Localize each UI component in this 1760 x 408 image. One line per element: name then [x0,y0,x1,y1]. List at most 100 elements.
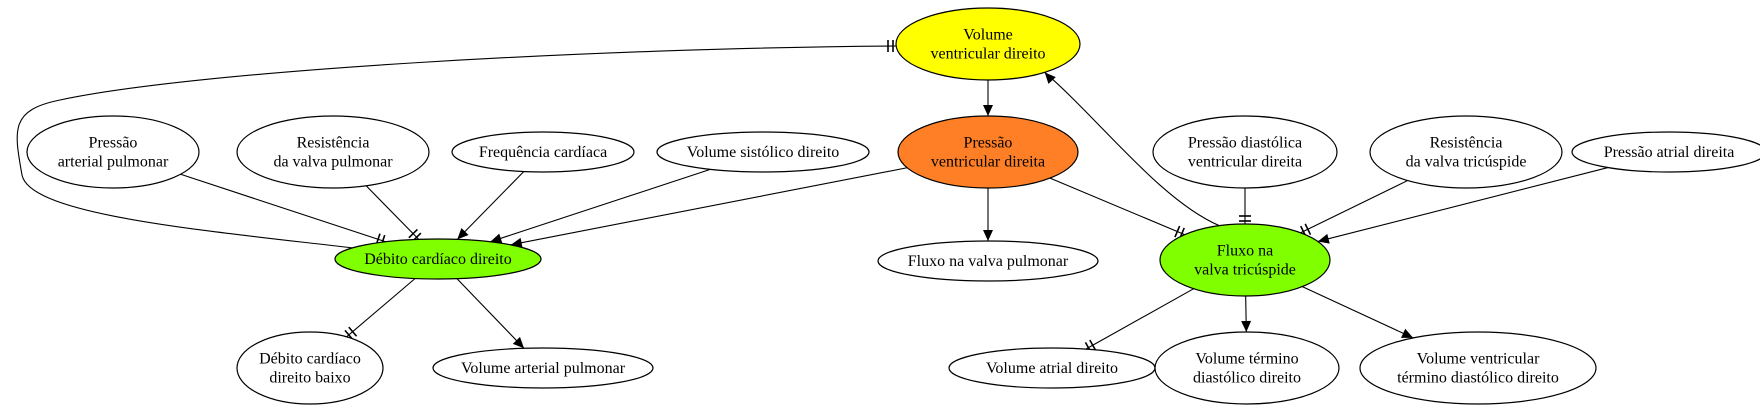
node-ellipse [236,331,384,405]
node-ellipse [26,115,200,189]
node-fc: Frequência cardíaca [451,131,635,173]
node-pad: Pressão atrial direita [1571,131,1760,173]
node-pvd: Pressão ventricular direita [897,115,1079,189]
node-label: Volume atrial direito [986,360,1118,377]
edge-rvp-to-dcd [365,185,422,242]
node-vvtdd: Volume ventricular término diastólico dir… [1359,331,1597,405]
node-label: Volume ventricular [1417,351,1540,368]
arrowhead [1044,72,1056,84]
node-label: Volume [963,27,1012,44]
inhibit-bar [1304,223,1312,236]
edge-dcd-to-vap [456,278,525,349]
node-ellipse [1159,223,1331,297]
edge-dcd-to-vvd [16,40,897,249]
node-label: ventricular direita [931,154,1045,171]
edge-pvd-to-fvp [983,188,993,241]
edge-line [180,173,386,243]
node-rvp: Resistência da valva pulmonar [236,115,430,189]
node-pap: Pressão arterial pulmonar [26,115,200,189]
node-vap: Volume arterial pulmonar [432,347,654,389]
edge-line [456,171,525,240]
node-label: Pressão diastólica [1188,135,1302,152]
node-vvd: Volume ventricular direito [895,7,1081,81]
inhibit-bar [1089,339,1097,351]
edge-pad-to-fvt [1317,167,1609,244]
arrowhead [1317,233,1330,244]
edge-pvd-to-fvt [1049,177,1185,240]
edge-vsd-to-dcd [490,168,711,244]
node-ellipse [1152,115,1338,189]
node-fvt: Fluxo na valva tricúspide [1159,223,1331,297]
inhibit-bar [348,326,358,337]
arrowhead [1401,328,1414,338]
node-label: da valva tricúspide [1406,154,1527,171]
arrowhead [983,105,993,116]
node-vsd: Volume sistólico direito [656,131,870,173]
arrowhead [983,230,993,241]
node-label: Volume término [1195,351,1298,368]
node-label: Pressão [964,135,1013,152]
node-ellipse [334,238,542,280]
edge-fvt-to-vad [1084,288,1194,354]
edge-line [1317,167,1609,242]
edge-line [1044,71,1220,227]
node-label: Pressão atrial direita [1604,144,1735,161]
node-label: arterial pulmonar [58,154,169,171]
node-fvp: Fluxo na valva pulmonar [877,240,1099,282]
inhibit-bar [408,228,418,239]
edge-vvd-to-pvd [983,80,993,116]
node-label: Fluxo na valva pulmonar [908,253,1069,270]
edge-line [365,185,420,240]
node-label: valva tricúspide [1194,262,1296,279]
edge-line [1302,286,1414,339]
inhibit-bar [1174,225,1181,238]
arrowhead [490,233,503,244]
node-ellipse [897,115,1079,189]
node-vad: Volume atrial direito [948,347,1156,389]
node-rvt: Resistência da valva tricúspide [1369,115,1563,189]
node-label: término diastólico direito [1397,370,1559,387]
edge-fvt-to-vtdd [1241,295,1252,333]
edges-layer [16,40,1609,354]
node-label: ventricular direito [930,46,1045,63]
edge-line [16,45,897,249]
arrowhead [1241,320,1252,333]
edge-line [1300,180,1408,234]
edge-fvt-to-vvtdd [1302,286,1414,339]
node-label: Pressão [89,135,138,152]
node-ellipse [451,131,635,173]
node-ellipse [1154,331,1340,405]
node-ellipse [1571,131,1760,173]
edge-line [456,278,525,349]
edge-line [346,278,416,338]
node-ellipse [877,240,1099,282]
node-label: Resistência [1430,135,1503,152]
node-label: Débito cardíaco direito [364,251,512,268]
node-ellipse [1359,331,1597,405]
arrowhead [457,228,469,240]
edge-fvt-to-vvd [1044,71,1220,227]
node-label: Volume arterial pulmonar [461,360,626,377]
edge-dcd-to-dcdb [344,278,416,340]
node-dcd: Débito cardíaco direito [334,238,542,280]
edge-pvd-to-dcd [510,167,908,248]
node-label: da valva pulmonar [273,154,393,171]
edge-fc-to-dcd [456,171,525,240]
node-label: Volume sistólico direito [687,144,840,161]
edge-rvt-to-fvt [1300,180,1408,238]
node-label: Frequência cardíaca [479,144,607,161]
node-ellipse [236,115,430,189]
node-label: direito baixo [269,370,350,387]
node-ellipse [895,7,1081,81]
edge-line [1049,177,1185,236]
node-label: Fluxo na [1217,243,1273,260]
edge-line [1085,288,1194,350]
node-ellipse [1369,115,1563,189]
edge-line [490,168,711,243]
node-label: Resistência [297,135,370,152]
